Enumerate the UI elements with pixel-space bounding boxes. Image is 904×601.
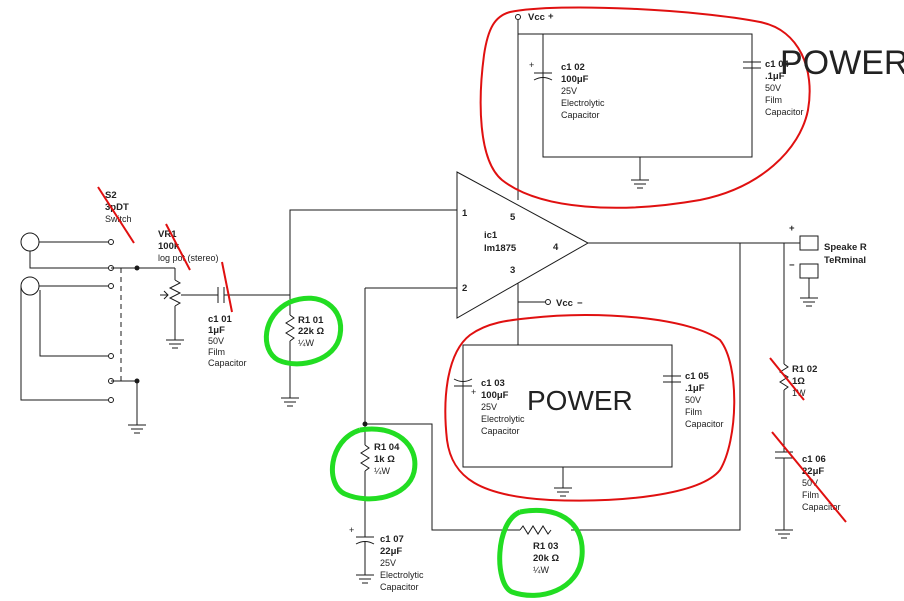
svg-text:+: + [529,60,534,70]
feedback-network: R1 04 1k Ω ¼W + c1 07 22μF 25V Electroly… [349,243,741,592]
r101-power: ¼W [298,338,315,348]
ic1-pin2: 2 [462,283,467,294]
c102-ref: c1 02 [561,62,585,73]
svg-text:−: − [577,298,583,309]
c103-ref: c1 03 [481,378,505,389]
vr1-desc: log pot (stereo) [158,253,219,263]
opamp-ic1: 1 2 3 4 5 ic1 lm1875 Vcc − [365,171,800,345]
c105-ref: c1 05 [685,371,709,382]
switch-s2: S2 3pDT Switch [105,190,175,434]
r103-value: 20k Ω [533,553,559,564]
output-section: + − Speake R TeRminal R1 02 1Ω 1W c1 06 … [775,223,867,539]
vcc-positive-label: Vcc [528,12,545,23]
ic1-pin1: 1 [462,208,468,219]
svg-text:+: + [548,11,554,22]
c101-l3: Capacitor [208,358,247,368]
svg-text:+: + [471,387,476,397]
c104-l2: Film [765,95,782,105]
c107-l1: 25V [380,558,396,568]
c104-value: .1μF [765,71,785,82]
c105-l1: 50V [685,395,701,405]
potentiometer-vr1: VR1 100k log pot (stereo) [158,229,219,349]
power-annotation-bottom: POWER [527,385,633,416]
c106-l2: Film [802,490,819,500]
c105-value: .1μF [685,383,705,394]
r104-power: ¼W [374,466,391,476]
c102-l2: Electrolytic [561,98,605,108]
c101-l1: 50V [208,336,224,346]
c103-value: 100μF [481,390,509,401]
ic1-value: lm1875 [484,243,517,254]
green-annotations [263,295,585,598]
c107-l3: Capacitor [380,582,419,592]
power-annotation-top: POWER [780,44,904,82]
c102-l1: 25V [561,86,577,96]
r104-ref: R1 04 [374,442,400,453]
ic1-ref: ic1 [484,230,498,241]
c105-l2: Film [685,407,702,417]
c101-l2: Film [208,347,225,357]
svg-text:−: − [789,260,795,271]
c101-value: 1μF [208,325,225,336]
power-positive-section: Vcc + + c1 02 100μF 25V Electrolytic Cap… [515,11,804,200]
c106-value: 22μF [802,466,824,477]
c107-value: 22μF [380,546,402,557]
r101-ref: R1 01 [298,315,324,326]
strike-c106 [771,431,847,523]
c102-value: 100μF [561,74,589,85]
strike-r102 [769,357,805,401]
r103-ref: R1 03 [533,541,558,552]
c103-l2: Electrolytic [481,414,525,424]
strike-switch [97,186,135,244]
vcc-negative-label: Vcc [556,298,573,309]
r102-ref: R1 02 [792,364,817,375]
c104-l3: Capacitor [765,107,804,117]
red-annotations: POWER POWER [97,6,904,523]
c106-l1: 50V [802,478,818,488]
r103-power: ¼W [533,565,550,575]
c103-l3: Capacitor [481,426,520,436]
capacitor-c101: c1 01 1μF 50V Film Capacitor [208,287,290,368]
r104-value: 1k Ω [374,454,395,465]
c106-l3: Capacitor [802,502,841,512]
ic1-pin4: 4 [553,242,559,253]
c102-l3: Capacitor [561,110,600,120]
svg-text:+: + [789,223,795,234]
ic1-pin5: 5 [510,212,516,223]
strike-c101 [221,261,233,313]
switch-value: 3pDT [105,202,129,213]
c105-l3: Capacitor [685,419,724,429]
ic1-pin3: 3 [510,265,515,276]
r102-value: 1Ω [792,376,805,387]
c107-ref: c1 07 [380,534,404,545]
power-negative-section: + c1 03 100μF 25V Electrolytic Capacitor… [453,344,724,497]
c101-ref: c1 01 [208,314,232,325]
vr1-ref: VR1 [158,229,177,240]
c104-l1: 50V [765,83,781,93]
c103-l1: 25V [481,402,497,412]
c104-ref: c1 04 [765,59,789,70]
switch-ref: S2 [105,190,117,201]
c107-l2: Electrolytic [380,570,424,580]
resistor-r101: R1 01 22k Ω ¼W [281,209,457,407]
strike-vr1 [165,223,191,271]
speaker-label-2: TeRminal [824,255,866,266]
c106-ref: c1 06 [802,454,826,465]
r101-value: 22k Ω [298,326,324,337]
svg-text:+: + [349,525,354,535]
speaker-label-1: Speake R [824,242,867,253]
vr1-value: 100k [158,241,180,252]
input-jack [20,232,108,401]
